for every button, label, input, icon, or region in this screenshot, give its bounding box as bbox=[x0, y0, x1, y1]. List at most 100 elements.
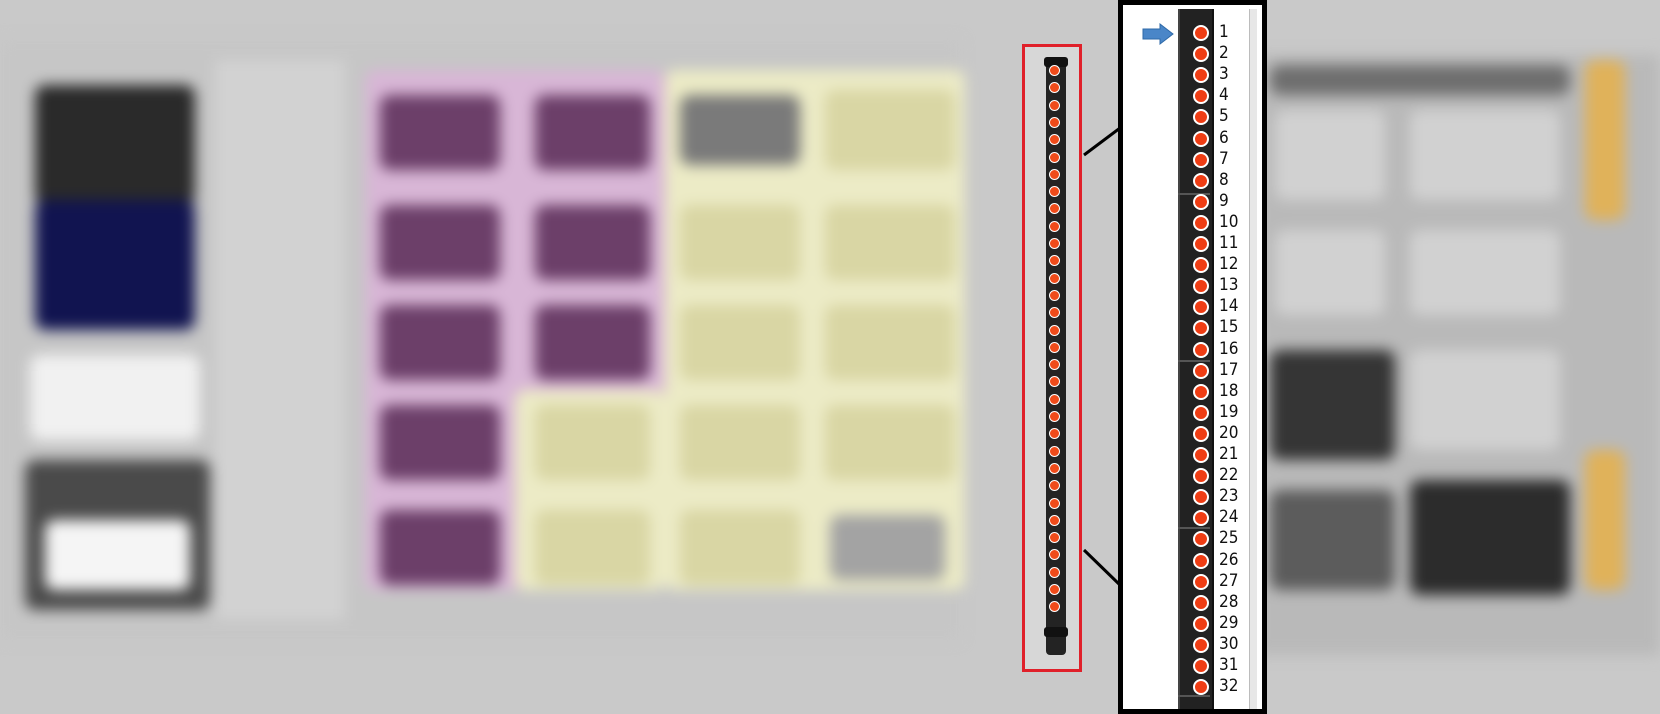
strip-sensor-dot bbox=[1049, 445, 1060, 457]
strip-sensor-dot bbox=[1049, 584, 1060, 595]
sensor-dot bbox=[1193, 489, 1209, 506]
sensor-dot bbox=[1193, 636, 1209, 653]
grid-cell bbox=[825, 205, 955, 280]
sensor-dot bbox=[1193, 510, 1209, 527]
strip-segment-divider bbox=[1178, 695, 1210, 697]
strip-sensor-dot bbox=[1049, 376, 1060, 388]
sensor-number-label: 11 bbox=[1219, 233, 1239, 253]
sensor-dot bbox=[1193, 573, 1209, 590]
strip-sensor-dot bbox=[1049, 566, 1060, 578]
grid-cell bbox=[680, 95, 800, 165]
grid-cell bbox=[825, 405, 955, 480]
strip-sensor-dot bbox=[1049, 99, 1060, 111]
zoomed-sensor-strip bbox=[1178, 9, 1214, 709]
sensor-number-label: 6 bbox=[1219, 127, 1229, 148]
connector-line-top bbox=[1083, 126, 1121, 157]
right-dark-cell bbox=[1410, 480, 1570, 595]
sensor-row: 23 bbox=[1123, 486, 1262, 506]
gold-accent bbox=[1585, 60, 1625, 220]
scrollbar[interactable] bbox=[1249, 9, 1257, 709]
right-cell bbox=[1275, 110, 1385, 200]
right-cell bbox=[1270, 490, 1395, 590]
strip-sensor-dot bbox=[1049, 255, 1060, 267]
sensor-dot bbox=[1193, 468, 1209, 485]
sensor-number-label: 29 bbox=[1219, 612, 1239, 633]
sensor-number-label: 13 bbox=[1219, 275, 1239, 296]
gold-accent bbox=[1585, 450, 1625, 590]
strip-sensor-dot bbox=[1049, 601, 1060, 613]
strip-sensor-dot bbox=[1049, 116, 1060, 128]
sensor-number-label: 30 bbox=[1219, 633, 1239, 654]
sensor-row: 5 bbox=[1123, 106, 1262, 126]
strip-sensor-dot bbox=[1049, 289, 1060, 301]
grid-cell bbox=[825, 305, 955, 380]
sensor-row: 32 bbox=[1123, 676, 1262, 696]
sensor-row: 21 bbox=[1123, 444, 1262, 464]
sensor-dot bbox=[1193, 383, 1209, 400]
right-header bbox=[1270, 65, 1570, 95]
sensor-number-label: 8 bbox=[1219, 169, 1229, 190]
sensor-number-label: 10 bbox=[1219, 211, 1239, 232]
sensor-row: 14 bbox=[1123, 296, 1262, 316]
framed-block-inner bbox=[45, 520, 190, 590]
sensor-dot bbox=[1193, 236, 1209, 252]
sensor-row: 30 bbox=[1123, 634, 1262, 654]
sensor-row: 25 bbox=[1123, 528, 1262, 548]
strip-sensor-dot bbox=[1049, 514, 1060, 526]
white-block bbox=[30, 355, 200, 440]
sensor-number-label: 21 bbox=[1219, 444, 1239, 464]
sensor-row: 16 bbox=[1123, 339, 1262, 359]
highlighted-sensor-strip[interactable] bbox=[1022, 44, 1082, 672]
strip-sensor-dot bbox=[1049, 203, 1060, 215]
sensor-dot bbox=[1193, 172, 1209, 189]
grid-cell bbox=[380, 95, 500, 170]
sensor-dot bbox=[1193, 278, 1209, 295]
sensor-dot bbox=[1193, 25, 1209, 41]
sensor-number-label: 19 bbox=[1219, 401, 1239, 422]
sensor-dot bbox=[1193, 447, 1209, 463]
sensor-number-label: 4 bbox=[1219, 85, 1229, 106]
grid-cell bbox=[535, 510, 650, 585]
grid-cell bbox=[680, 205, 800, 280]
sensor-row: 29 bbox=[1123, 613, 1262, 633]
sensor-number-label: 9 bbox=[1219, 190, 1229, 211]
sensor-number-label: 28 bbox=[1219, 591, 1239, 612]
strip-sensor-dot bbox=[1049, 82, 1060, 94]
sensor-dot bbox=[1193, 151, 1209, 168]
right-cell bbox=[1410, 110, 1560, 200]
sensor-dot bbox=[1193, 257, 1209, 274]
sensor-row: 31 bbox=[1123, 655, 1262, 675]
sensor-dot bbox=[1193, 67, 1209, 84]
sensor-row: 7 bbox=[1123, 149, 1262, 169]
strip-sensor-dot bbox=[1049, 411, 1060, 422]
sensor-row: 6 bbox=[1123, 128, 1262, 148]
sensor-number-label: 18 bbox=[1219, 380, 1239, 401]
sensor-dot bbox=[1193, 362, 1209, 379]
right-cell bbox=[1410, 350, 1560, 450]
sensor-number-label: 14 bbox=[1219, 296, 1239, 317]
sensor-dot bbox=[1193, 299, 1209, 316]
connector-line-bottom bbox=[1082, 548, 1122, 587]
grid-cell bbox=[380, 205, 500, 280]
right-cell bbox=[1275, 230, 1385, 315]
strip-sensor-dot bbox=[1049, 428, 1060, 440]
strip-sensor-dot bbox=[1049, 220, 1060, 232]
sensor-row: 3 bbox=[1123, 64, 1262, 84]
grid-cell bbox=[825, 90, 955, 170]
sensor-dot bbox=[1193, 193, 1209, 210]
sensor-dot bbox=[1193, 552, 1209, 569]
strip-sensor-dot bbox=[1049, 480, 1060, 492]
sensor-dot bbox=[1193, 594, 1209, 611]
sensor-row: 10 bbox=[1123, 212, 1262, 232]
strip-sensor-dot bbox=[1049, 341, 1060, 353]
strip-top-cap bbox=[1044, 57, 1068, 67]
right-cell bbox=[1410, 230, 1560, 315]
right-dark-cell bbox=[1270, 350, 1395, 460]
sensor-number-label: 32 bbox=[1219, 676, 1239, 697]
callout-connector bbox=[1082, 126, 1122, 587]
grid-cell bbox=[380, 305, 500, 380]
strip-sensor-dot bbox=[1049, 186, 1060, 198]
